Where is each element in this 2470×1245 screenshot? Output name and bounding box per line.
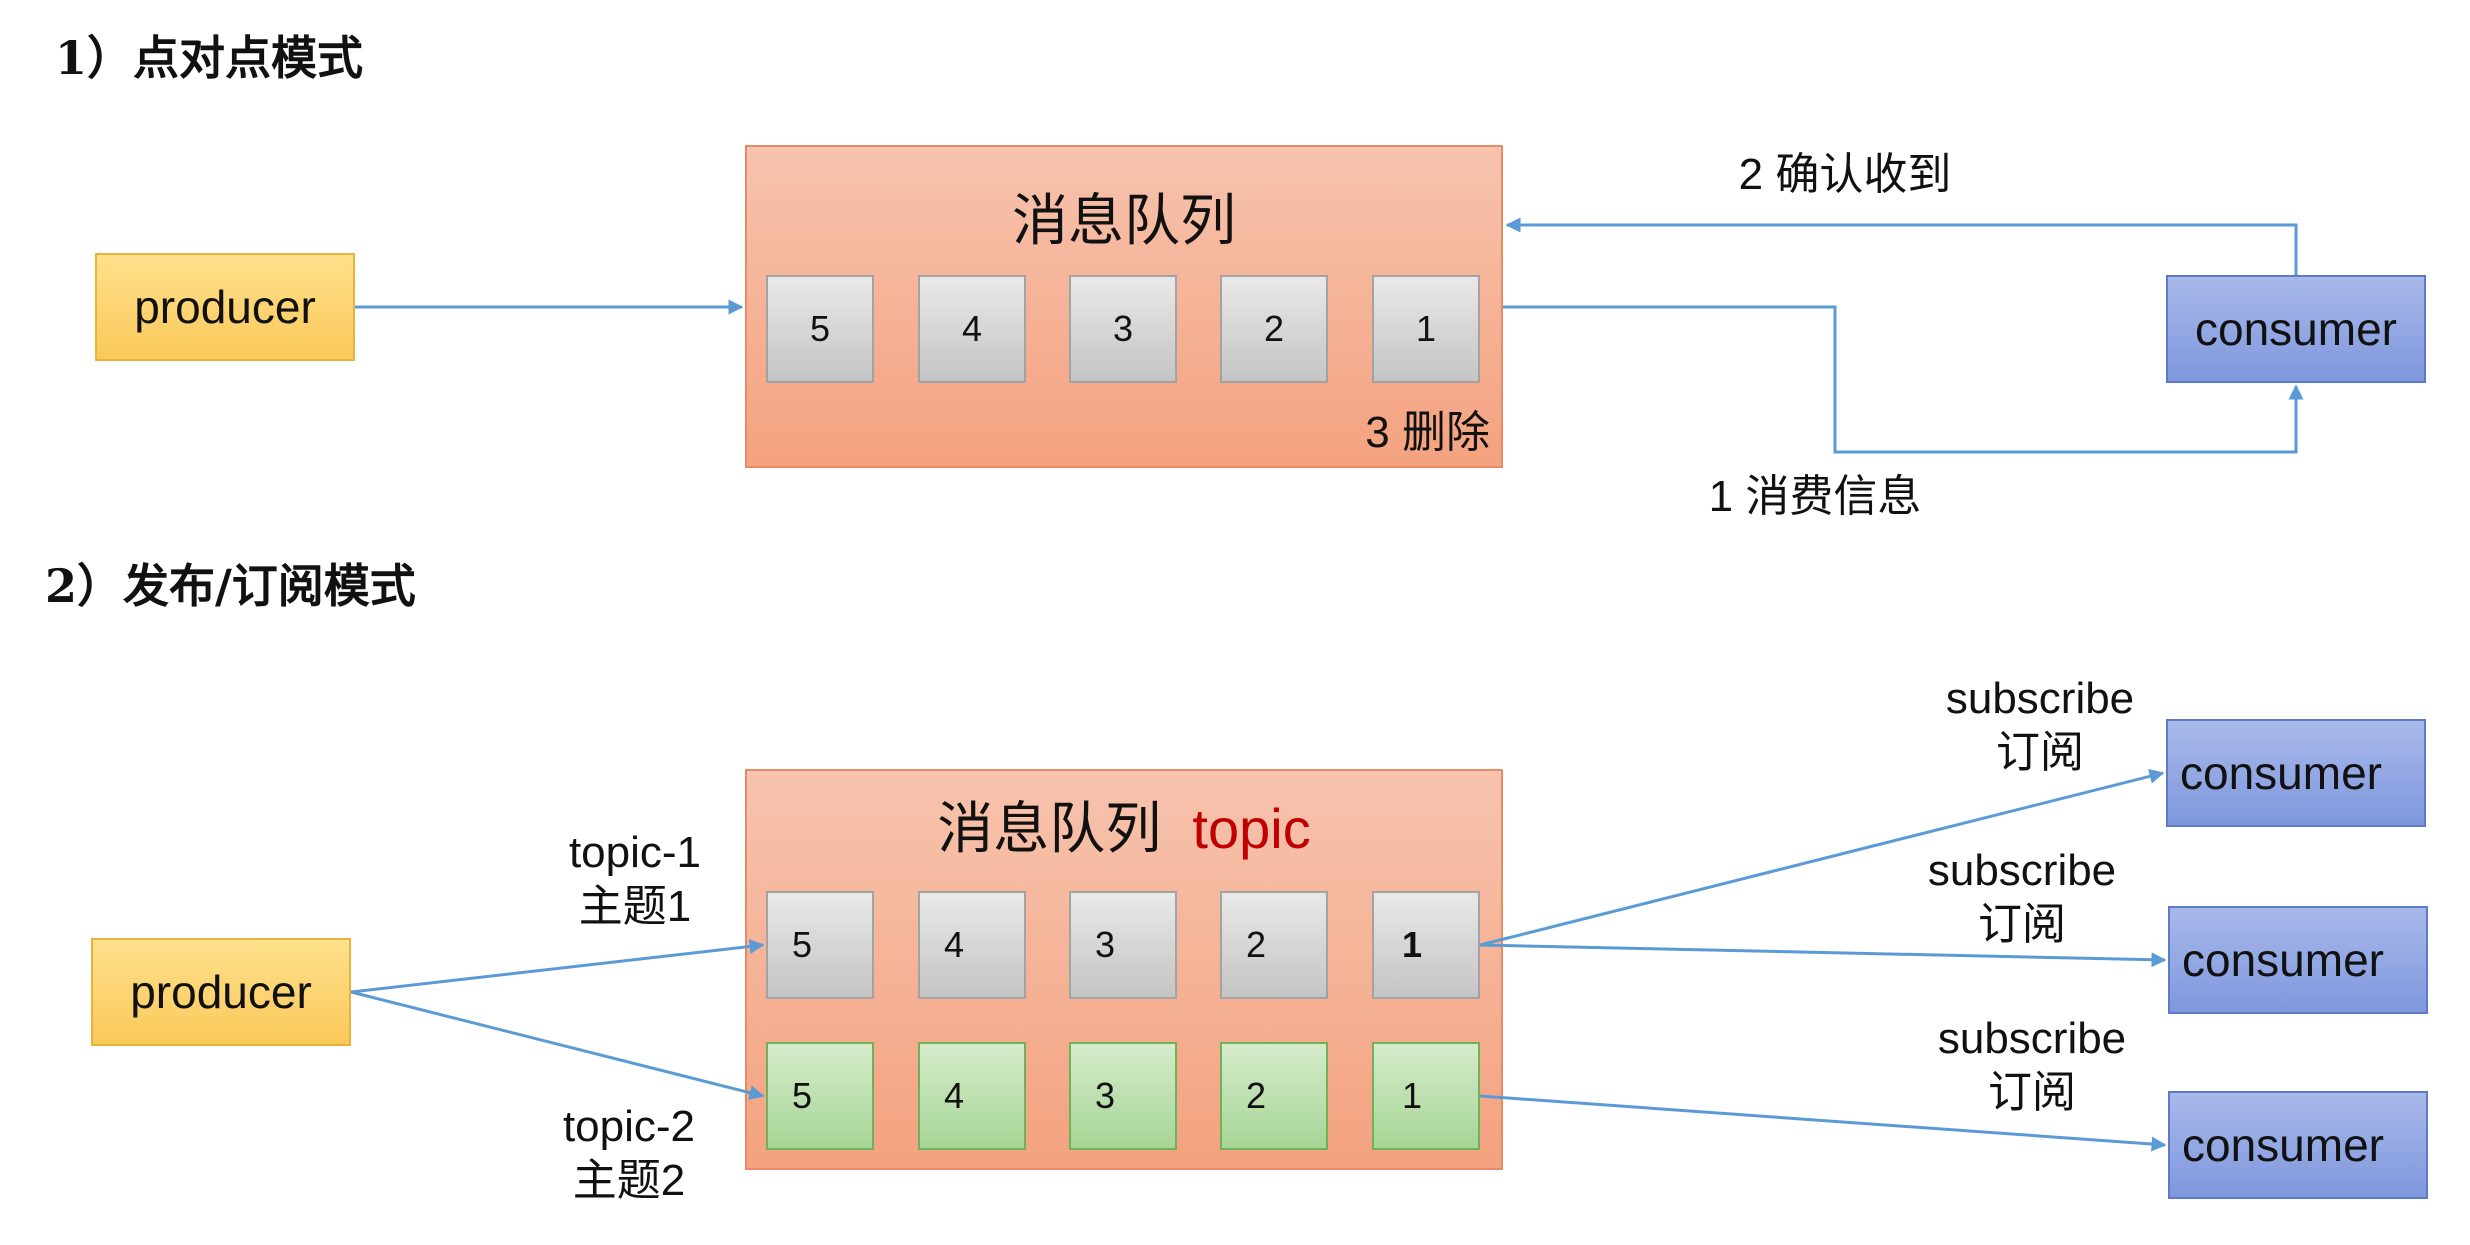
arrow-queue-to-consumer: [1503, 305, 2304, 454]
section1-producer-label: producer: [134, 281, 316, 333]
subscribe-label-2-en: subscribe: [1927, 846, 2117, 895]
subscribe-label-3-en: subscribe: [1937, 1014, 2127, 1063]
topic1-message-cell: 2: [1220, 891, 1328, 999]
topic1-message-cell: 3: [1069, 891, 1177, 999]
topic2-message-cell: 1: [1372, 1042, 1480, 1150]
topic2-message-cell: 5: [766, 1042, 874, 1150]
section2-title: 2）发布/订阅模式: [45, 559, 416, 613]
section2-consumer-3-label: consumer: [2182, 1119, 2384, 1171]
arrow-topic2-to-consumer3: [1479, 1094, 2167, 1152]
topic1-message-cell: 1: [1372, 891, 1480, 999]
arrow-topic1-to-consumer1: [1479, 769, 2165, 947]
arrow-topic1-to-consumer2: [1479, 943, 2167, 968]
topic1-label-zh: 主题1: [578, 882, 692, 931]
section2-consumer-2: consumer: [2168, 906, 2428, 1014]
section1-consume-label: 1 消费信息: [1708, 472, 1922, 521]
section1-delete-label: 3 删除: [1365, 408, 1490, 457]
section2-queue-title: 消息队列 topic: [745, 784, 1503, 865]
section1-message-cell: 5: [766, 275, 874, 383]
topic2-label-en: topic-2: [562, 1102, 696, 1151]
section2-consumer-1: consumer: [2166, 719, 2426, 827]
topic2-message-cell: 3: [1069, 1042, 1177, 1150]
section1-message-cell: 3: [1069, 275, 1177, 383]
arrow-consumer-ack: [1505, 217, 2298, 275]
section1-queue-title: 消息队列: [1012, 189, 1236, 252]
section2-consumer-2-label: consumer: [2182, 934, 2384, 986]
section1-ack-label: 2 确认收到: [1738, 150, 1952, 199]
section1-producer: producer: [95, 253, 355, 361]
section1-consumer-label: consumer: [2195, 303, 2397, 355]
subscribe-label-2-zh: 订阅: [1978, 900, 2066, 949]
section2-queue-title-topic: topic: [1192, 797, 1311, 860]
topic1-message-cell: 5: [766, 891, 874, 999]
topic2-message-cell: 2: [1220, 1042, 1328, 1150]
section2-producer: producer: [91, 938, 351, 1046]
section1-message-cell: 1: [1372, 275, 1480, 383]
section1-message-cell: 4: [918, 275, 1026, 383]
section2-producer-label: producer: [130, 966, 312, 1018]
arrow-producer-to-topic2: [350, 990, 765, 1100]
section2-consumer-3: consumer: [2168, 1091, 2428, 1199]
arrow-producer-to-topic1: [350, 939, 765, 994]
section1-message-cell: 2: [1220, 275, 1328, 383]
section2-consumer-1-label: consumer: [2180, 747, 2382, 799]
section2-queue-title-text: 消息队列: [937, 797, 1162, 860]
topic2-label-zh: 主题2: [572, 1156, 686, 1205]
topic1-message-cell: 4: [918, 891, 1026, 999]
subscribe-label-1-zh: 订阅: [1996, 728, 2084, 777]
subscribe-label-1-en: subscribe: [1945, 674, 2135, 723]
subscribe-label-3-zh: 订阅: [1988, 1068, 2076, 1117]
section1-consumer: consumer: [2166, 275, 2426, 383]
section1-title: 1）点对点模式: [55, 31, 364, 85]
topic2-message-cell: 4: [918, 1042, 1026, 1150]
topic1-label-en: topic-1: [568, 828, 702, 877]
